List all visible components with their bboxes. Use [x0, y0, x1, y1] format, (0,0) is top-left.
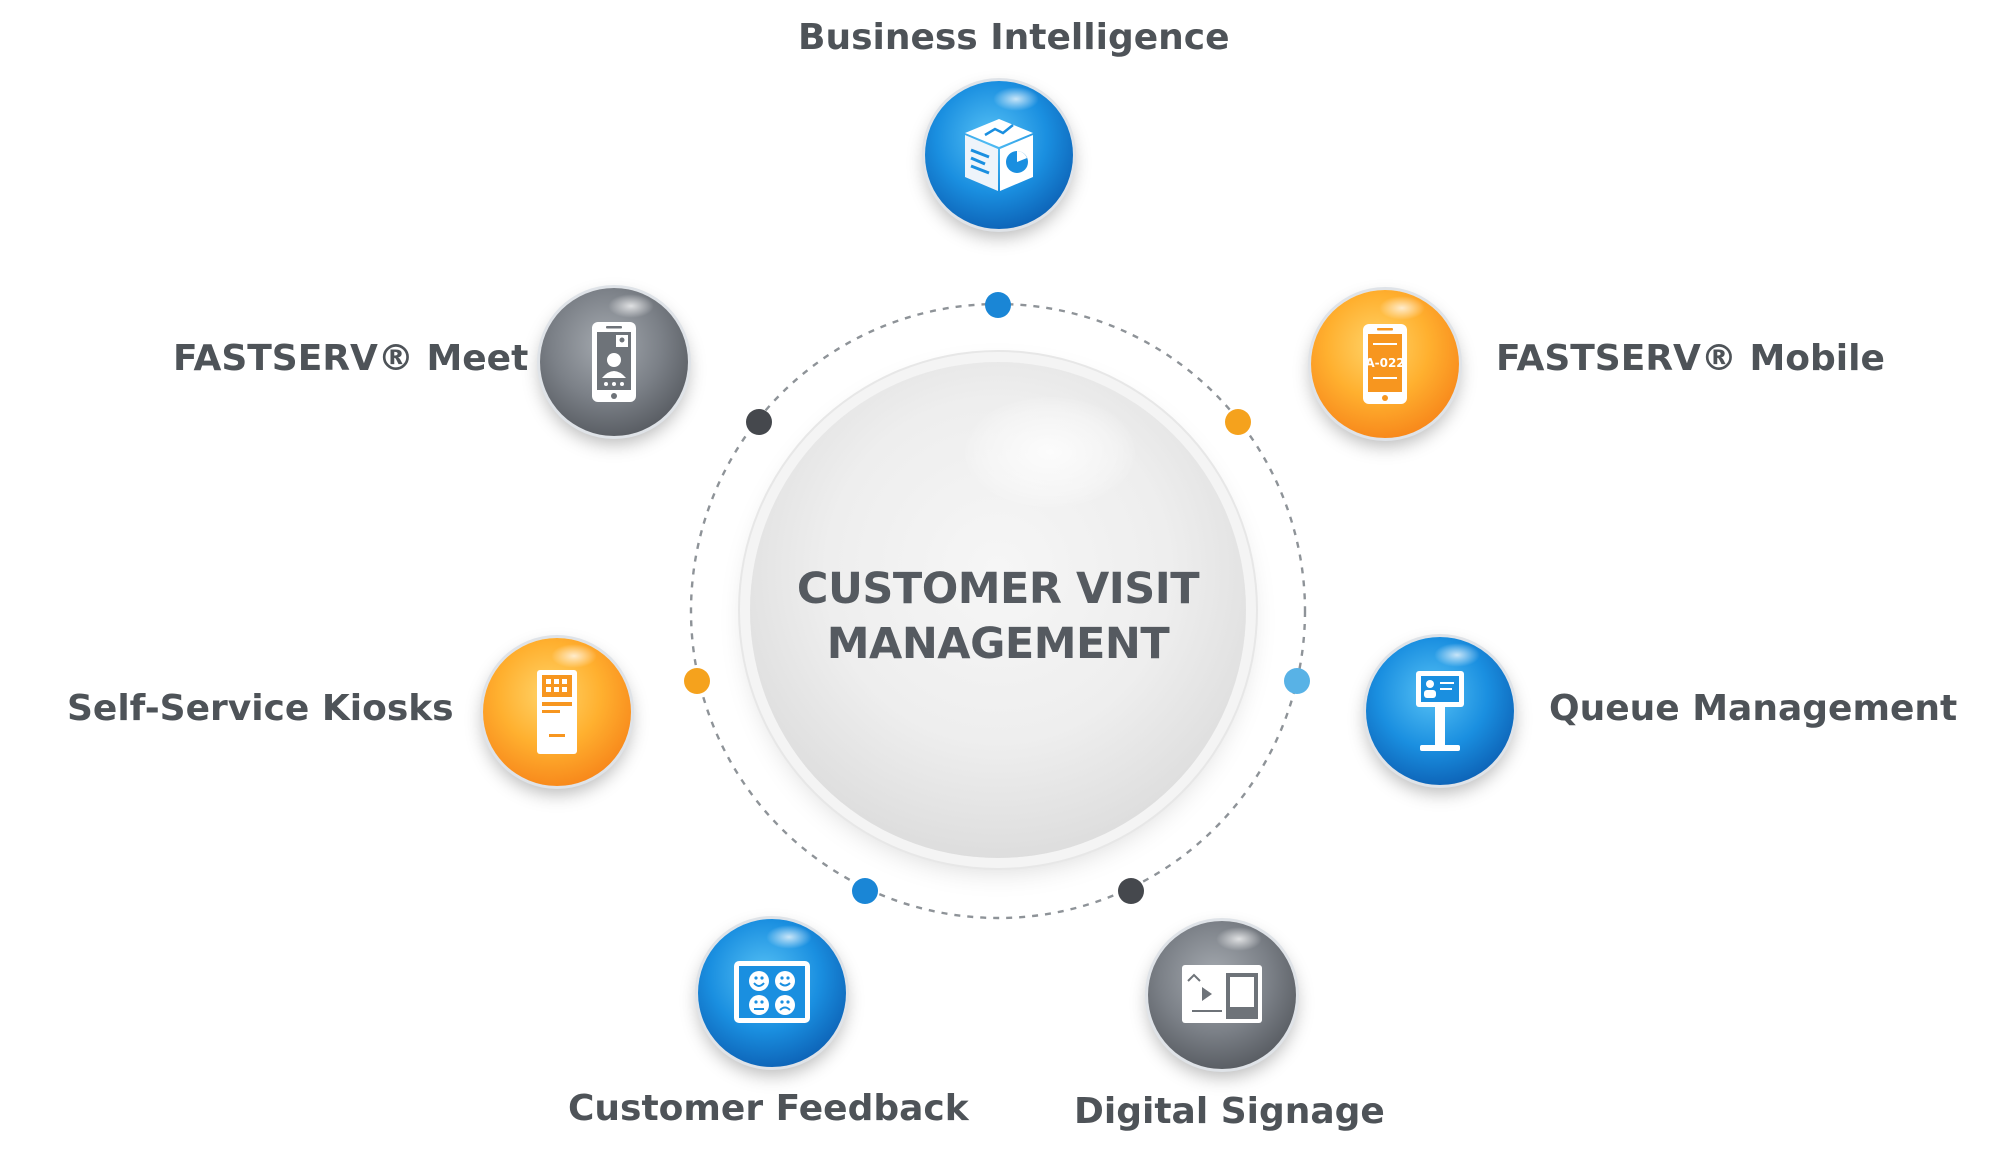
ring-dot [852, 878, 878, 904]
label-fastserv-mobile: FASTSERV® Mobile [1496, 338, 1885, 379]
node-fastserv-mobile[interactable]: A-022 [1311, 290, 1459, 438]
kiosk-icon [537, 670, 577, 754]
label-customer-feedback: Customer Feedback [568, 1088, 969, 1129]
node-self-service-kiosks[interactable] [483, 638, 631, 786]
hub-gloss [965, 397, 1135, 507]
label-queue-management: Queue Management [1549, 688, 1958, 729]
ring-dot [746, 409, 772, 435]
label-self-service-kiosks: Self-Service Kiosks [67, 688, 454, 729]
center-hub: CUSTOMER VISIT MANAGEMENT [750, 362, 1246, 858]
hub-title-line1: CUSTOMER VISIT [796, 564, 1200, 614]
analytics-cube-icon [965, 119, 1033, 191]
label-fastserv-meet: FASTSERV® Meet [173, 338, 529, 379]
hub-title-line2: MANAGEMENT [826, 619, 1170, 669]
svg-text:A-022: A-022 [1365, 356, 1404, 370]
signage-screen-icon [1182, 965, 1262, 1023]
ring-dot [684, 668, 710, 694]
hub-title: CUSTOMER VISIT MANAGEMENT [750, 562, 1246, 672]
ring-dot [1284, 668, 1310, 694]
node-digital-signage[interactable] [1148, 921, 1296, 1069]
node-customer-feedback[interactable] [698, 919, 846, 1067]
node-fastserv-meet[interactable] [540, 288, 688, 436]
label-business-intelligence: Business Intelligence [798, 17, 1230, 58]
ring-dot [985, 292, 1011, 318]
mobile-ticket-icon: A-022 [1363, 324, 1407, 404]
ring-dot [1225, 409, 1251, 435]
node-queue-management[interactable] [1366, 637, 1514, 785]
video-call-phone-icon [592, 322, 636, 402]
ring-dot [1118, 878, 1144, 904]
feedback-faces-icon [734, 961, 810, 1023]
node-business-intelligence[interactable] [925, 81, 1073, 229]
label-digital-signage: Digital Signage [1074, 1091, 1385, 1132]
queue-kiosk-icon [1416, 671, 1464, 751]
